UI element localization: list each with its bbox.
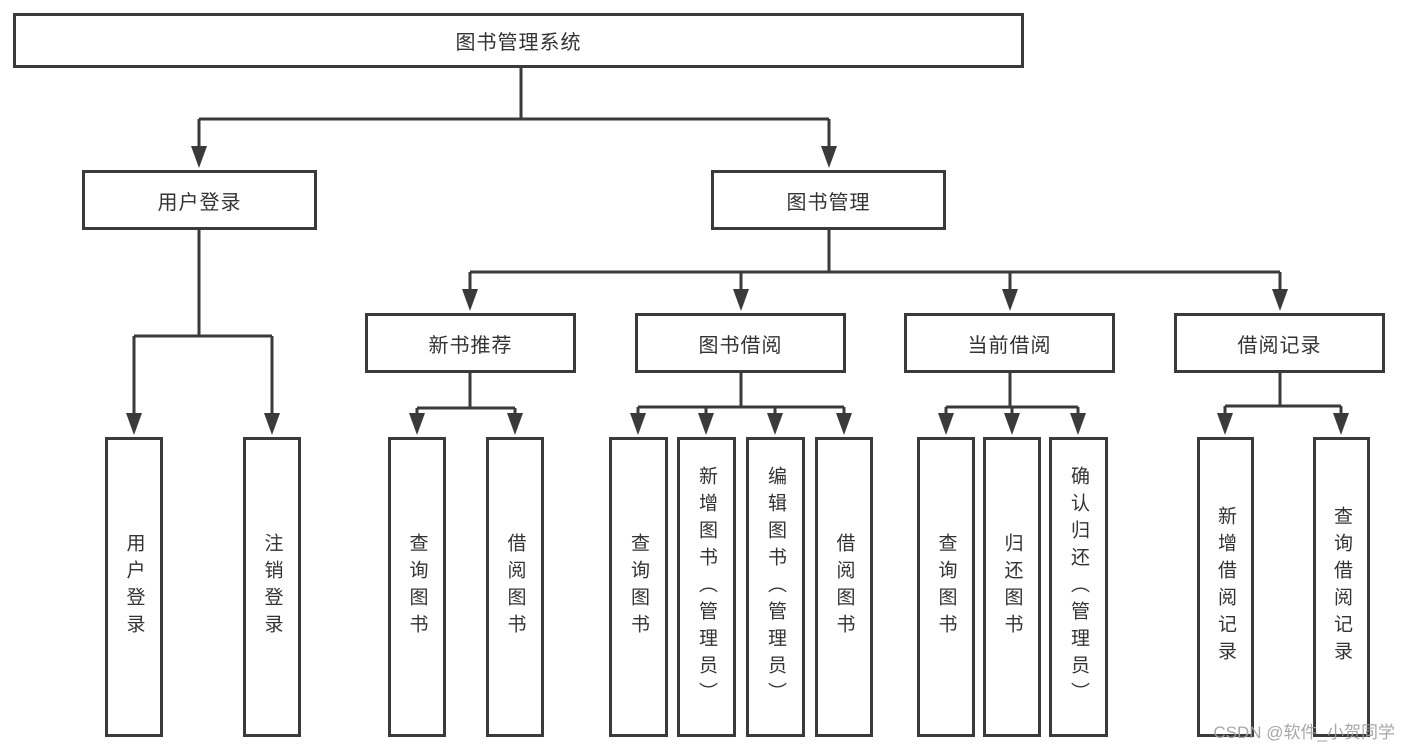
csdn-watermark: CSDN @软件_小贺同学 bbox=[1213, 723, 1395, 742]
leaf-return-books: 归还图书 bbox=[983, 437, 1041, 737]
node-book-management: 图书管理 bbox=[711, 170, 946, 230]
leaf-logout: 注销登录 bbox=[243, 437, 301, 737]
node-label: 图书借阅 bbox=[698, 334, 783, 357]
node-label: 新书推荐 bbox=[428, 334, 513, 357]
leaf-label: 查询借阅记录 bbox=[1331, 506, 1352, 668]
node-label: 当前借阅 bbox=[967, 334, 1052, 357]
leaf-label: 借阅图书 bbox=[504, 533, 526, 641]
node-book-borrow: 图书借阅 bbox=[635, 313, 846, 373]
leaf-label: 查询图书 bbox=[935, 533, 957, 641]
node-borrow-records: 借阅记录 bbox=[1174, 313, 1385, 373]
leaf-label: 归还图书 bbox=[1001, 533, 1023, 641]
leaf-query-borrow-record: 查询借阅记录 bbox=[1313, 437, 1370, 737]
leaf-borrow-query-books: 查询图书 bbox=[609, 437, 668, 737]
connector-borrow-records-to-leaves bbox=[1217, 373, 1349, 435]
node-label: 借阅记录 bbox=[1237, 334, 1322, 357]
leaf-user-login: 用户登录 bbox=[105, 437, 163, 737]
connector-user-login-to-leaves bbox=[126, 230, 280, 435]
leaf-label: 注销登录 bbox=[261, 533, 283, 641]
leaf-label: 新增借阅记录 bbox=[1215, 506, 1236, 668]
leaf-label: 编辑图书（管理员） bbox=[765, 465, 786, 709]
connector-new-book-to-leaves bbox=[409, 373, 523, 435]
leaf-label: 确认归还（管理员） bbox=[1068, 465, 1089, 709]
leaf-label: 查询图书 bbox=[628, 533, 649, 641]
leaf-label: 查询图书 bbox=[406, 533, 428, 641]
leaf-current-query-books: 查询图书 bbox=[917, 437, 975, 737]
node-new-book-recommend: 新书推荐 bbox=[365, 313, 576, 373]
leaf-edit-books-admin: 编辑图书（管理员） bbox=[746, 437, 805, 737]
node-current-borrow: 当前借阅 bbox=[904, 313, 1115, 373]
leaf-add-books-admin: 新增图书（管理员） bbox=[677, 437, 736, 737]
node-user-login: 用户登录 bbox=[82, 170, 317, 230]
leaf-label: 借阅图书 bbox=[833, 533, 855, 641]
leaf-label: 用户登录 bbox=[123, 533, 145, 641]
node-label: 图书管理 bbox=[786, 191, 871, 214]
node-label: 图书管理系统 bbox=[455, 32, 582, 54]
node-label: 用户登录 bbox=[157, 191, 242, 214]
leaf-recommend-query-books: 查询图书 bbox=[388, 437, 446, 737]
leaf-add-borrow-record: 新增借阅记录 bbox=[1197, 437, 1254, 737]
connector-book-borrow-to-leaves bbox=[630, 373, 852, 435]
connector-current-borrow-to-leaves bbox=[938, 373, 1086, 435]
leaf-label: 新增图书（管理员） bbox=[696, 465, 717, 709]
connector-root-to-level2 bbox=[191, 66, 837, 168]
leaf-recommend-borrow-books: 借阅图书 bbox=[486, 437, 544, 737]
leaf-confirm-return-admin: 确认归还（管理员） bbox=[1049, 437, 1108, 737]
leaf-borrow-books: 借阅图书 bbox=[815, 437, 873, 737]
connector-book-management-to-level3 bbox=[462, 230, 1288, 311]
node-root-system: 图书管理系统 bbox=[13, 13, 1024, 68]
